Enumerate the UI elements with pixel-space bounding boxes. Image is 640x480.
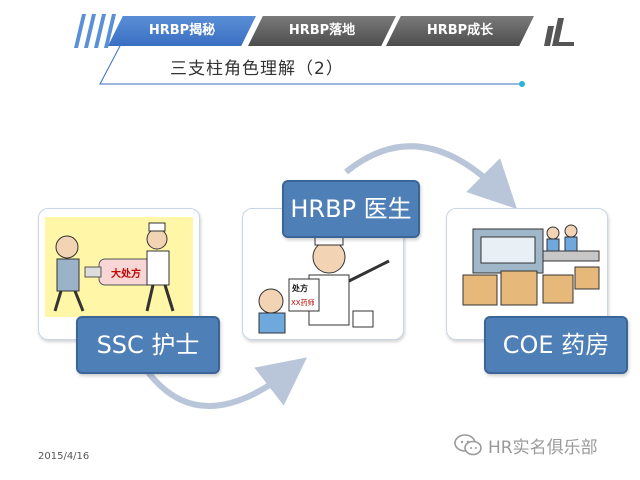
prescription-caption-bottom: XX药师	[291, 298, 315, 307]
prescription-caption-top: 处方	[291, 283, 308, 293]
label-hrbp-doctor: HRBP 医生	[282, 180, 420, 238]
watermark-text: HR实名俱乐部	[488, 437, 598, 458]
ssc-nurse-illustration: 大处方	[45, 217, 193, 317]
header-end-stripes-decoration	[544, 18, 574, 46]
arrow-ssc-to-hrbp	[145, 357, 307, 409]
arrow-hrbp-to-coe	[344, 143, 517, 209]
label-ssc-nurse: SSC 护士	[76, 316, 220, 374]
tab-hrbp-reveal[interactable]: HRBP揭秘	[108, 16, 256, 46]
watermark: HR实名俱乐部	[454, 430, 598, 460]
syringe-caption: 大处方	[111, 267, 141, 280]
tab-hrbp-landing[interactable]: HRBP落地	[248, 16, 396, 46]
subtitle-underline	[99, 45, 525, 87]
page-subtitle: 三支柱角色理解（2）	[170, 59, 344, 79]
coe-pharmacy-illustration	[462, 224, 600, 306]
header-stripes-decoration	[74, 14, 116, 48]
hrbp-doctor-illustration: 处方 XX药师	[258, 232, 390, 334]
wechat-icon	[454, 434, 482, 456]
label-coe-pharmacy: COE 药房	[484, 316, 628, 374]
tab-hrbp-growth[interactable]: HRBP成长	[386, 16, 534, 46]
slide-date: 2015/4/16	[38, 451, 90, 462]
